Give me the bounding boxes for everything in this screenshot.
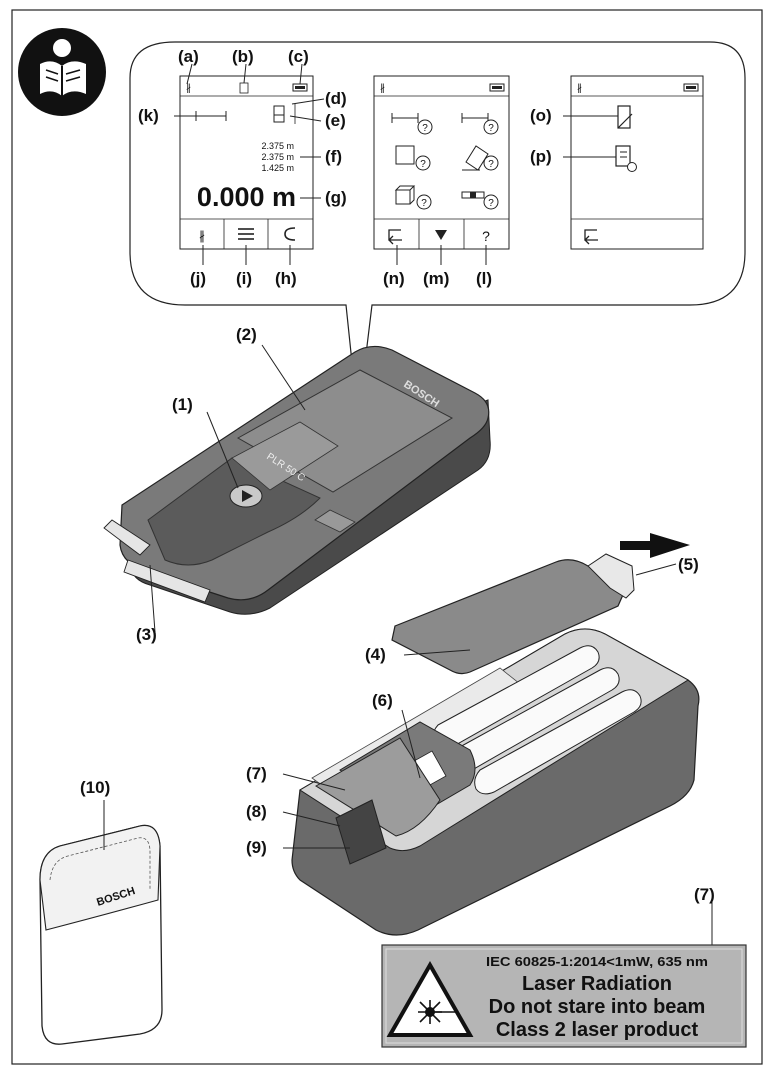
svg-text:?: ? (488, 198, 494, 209)
callout-j: (j) (190, 269, 206, 288)
back-key-icon[interactable] (388, 229, 402, 245)
warning-line-2: Do not stare into beam (489, 996, 706, 1018)
battery-icon (489, 83, 505, 92)
svg-text:?: ? (488, 123, 494, 134)
bluetooth-status-icon: ∦ (186, 83, 191, 94)
svg-text:?: ? (421, 198, 427, 209)
bluetooth-status-icon: ∦ (380, 83, 385, 94)
callout-g: (g) (325, 188, 347, 207)
bluetooth-key-icon[interactable]: ∦ (199, 229, 205, 243)
laser-measure-device: BOSCH PLR 50 C (103, 345, 491, 615)
callout-a: (a) (178, 47, 199, 66)
warning-line-1: Laser Radiation (522, 973, 672, 995)
functions-screen: ∦ ? ? ? ? (373, 75, 510, 250)
callout-c: (c) (288, 47, 309, 66)
open-device-callout-leaders (282, 563, 677, 849)
open-device (291, 628, 700, 936)
protective-pouch: BOSCH (39, 824, 163, 1045)
callout-k: (k) (138, 106, 159, 125)
part-1-label: (1) (172, 395, 193, 414)
laser-hazard-icon (386, 960, 474, 1037)
volume-measurement-icon[interactable]: ? (394, 185, 432, 210)
screen-callout-leaders (174, 63, 618, 265)
measurement-screen: ∦ 2.375 m 2.375 m 1.425 m 0.000 m ∦ (179, 75, 314, 250)
page-frame (11, 9, 763, 1065)
part-2-label: (2) (236, 325, 257, 344)
part-3-label: (3) (136, 625, 157, 644)
down-key-icon[interactable] (435, 230, 447, 240)
indirect-height-icon[interactable]: ? (462, 145, 499, 171)
laser-warning-label: IEC 60825-1:2014<1mW, 635 nm Laser Radia… (381, 944, 747, 1048)
help-key-icon[interactable]: ? (482, 228, 490, 244)
memory-list-icon[interactable] (615, 145, 637, 172)
battery-cover[interactable] (391, 559, 627, 675)
reference-level-setting-icon[interactable] (617, 105, 633, 129)
battery-icon (683, 83, 699, 92)
reference-level-icon (273, 104, 296, 124)
callout-l: (l) (476, 269, 492, 288)
menu-key-icon[interactable] (238, 228, 254, 240)
callout-h: (h) (275, 269, 297, 288)
bluetooth-status-icon: ∦ (577, 83, 582, 94)
result-value: 0.000 m (197, 182, 296, 212)
part-5-label: (5) (678, 555, 699, 574)
callout-d: (d) (325, 89, 347, 108)
callout-o: (o) (530, 106, 552, 125)
level-icon[interactable]: ? (461, 191, 499, 210)
read-manual-icon (18, 28, 106, 116)
measuring-pin[interactable] (103, 519, 211, 603)
svg-text:?: ? (422, 123, 428, 134)
part-7-label: (7) (246, 764, 267, 783)
callout-p: (p) (530, 147, 552, 166)
callout-f: (f) (325, 147, 342, 166)
device-callout-leaders (149, 344, 306, 633)
recent-value-3: 1.425 m (261, 163, 294, 173)
clear-key-icon[interactable] (284, 227, 296, 241)
callout-n: (n) (383, 269, 405, 288)
continuous-measurement-icon[interactable]: ? (461, 113, 499, 135)
battery-3 (474, 689, 642, 795)
part-10-label: (10) (80, 778, 110, 797)
part-9-label: (9) (246, 838, 267, 857)
callout-b: (b) (232, 47, 254, 66)
laser-warning-label-on-device (315, 737, 441, 837)
back-key-icon[interactable] (584, 229, 598, 245)
part-8-label: (8) (246, 802, 267, 821)
part-6-label: (6) (372, 691, 393, 710)
callout-e: (e) (325, 111, 346, 130)
length-measurement-icon[interactable]: ? (391, 113, 433, 135)
settings-screen: ∦ (570, 75, 704, 250)
cover-latch[interactable] (587, 553, 635, 599)
callout-i: (i) (236, 269, 252, 288)
recent-value-2: 2.375 m (261, 152, 294, 162)
part-4-label: (4) (365, 645, 386, 664)
warning-standard: IEC 60825-1:2014<1mW, 635 nm (486, 954, 708, 969)
callout-m: (m) (423, 269, 449, 288)
recent-value-1: 2.375 m (261, 141, 294, 151)
part-7-sign-label: (7) (694, 885, 715, 904)
area-measurement-icon[interactable]: ? (395, 145, 431, 171)
svg-text:?: ? (420, 159, 426, 170)
slide-arrow-icon (620, 533, 690, 558)
svg-text:?: ? (488, 159, 494, 170)
warning-line-3: Class 2 laser product (496, 1019, 699, 1041)
